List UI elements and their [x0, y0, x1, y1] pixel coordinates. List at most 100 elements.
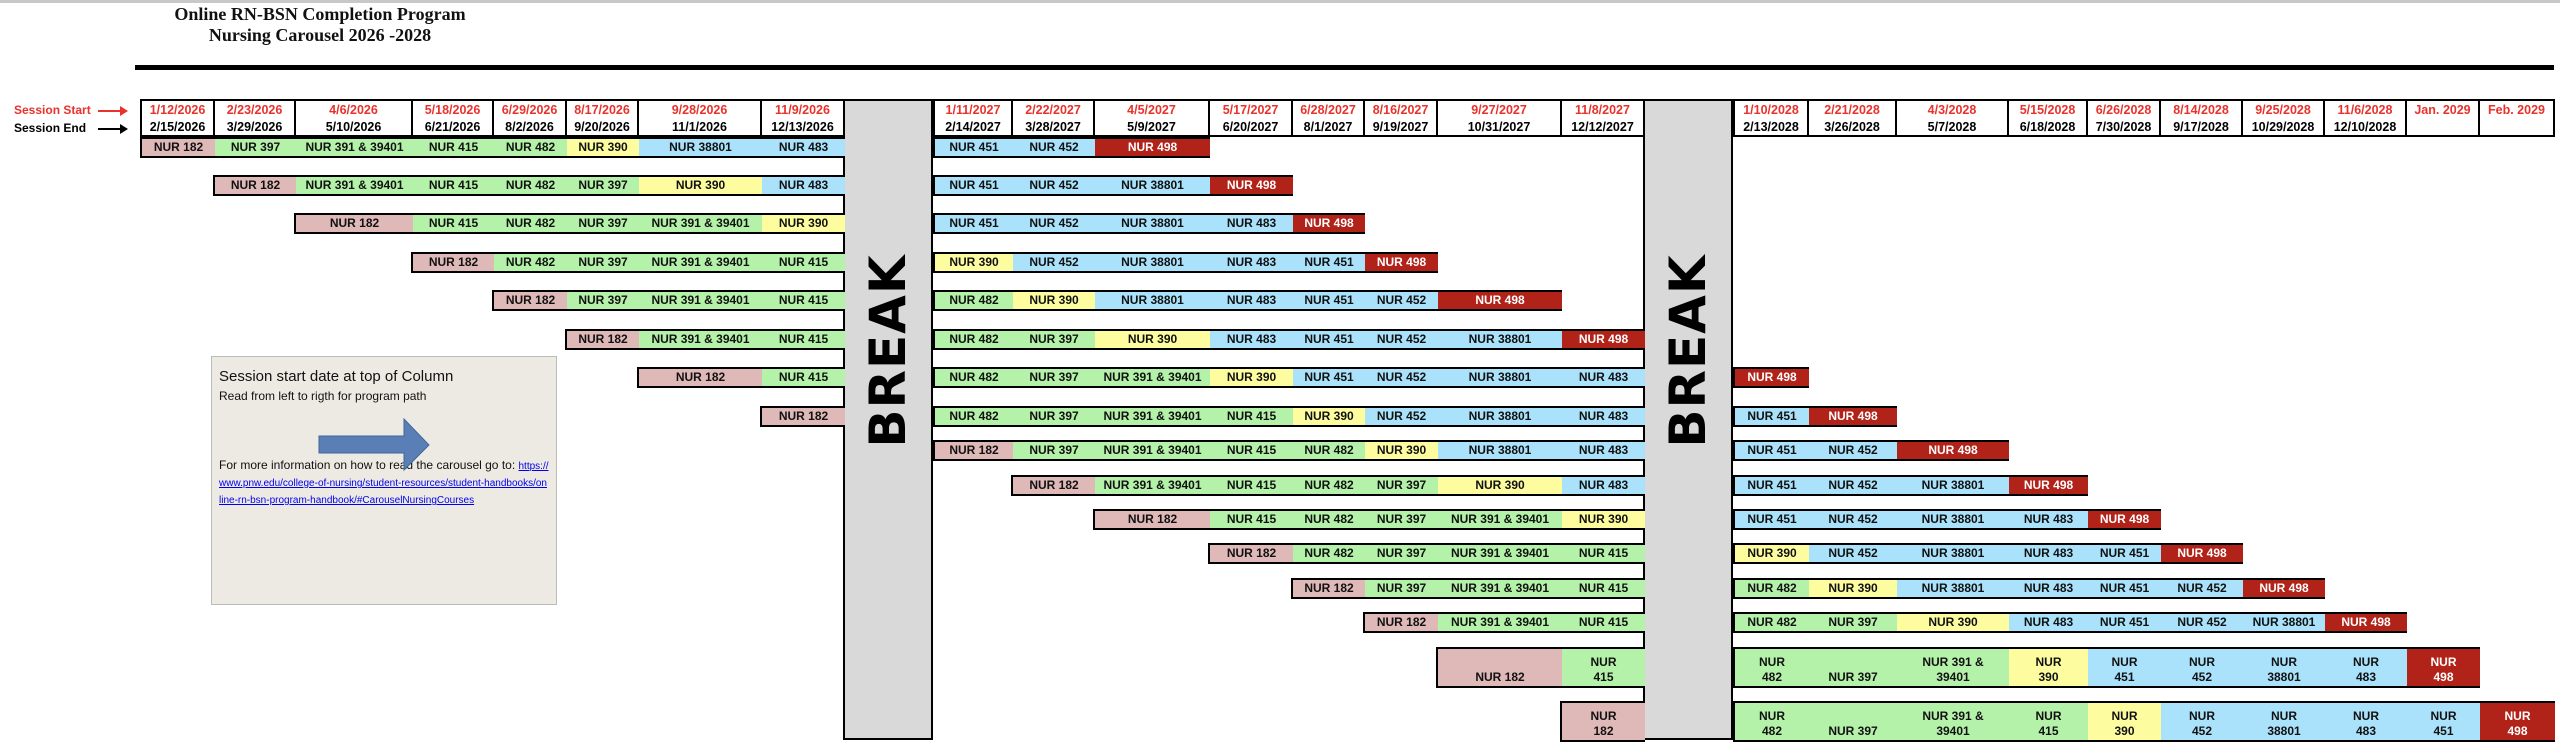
- course-cell: NUR 498: [1293, 215, 1365, 232]
- title-line-1: Online RN-BSN Completion Program: [174, 4, 466, 24]
- course-cell: NUR 38801: [1095, 215, 1210, 232]
- course-cell: NUR 452: [2161, 580, 2243, 597]
- course-cell: NUR 397: [1365, 580, 1438, 597]
- course-cell: NUR 452: [1809, 545, 1897, 562]
- course-cell: NUR 415: [413, 139, 494, 156]
- course-cell: NUR 182: [935, 442, 1013, 459]
- course-cell: NUR 390: [1210, 369, 1293, 386]
- course-cell: NUR 38801: [1897, 545, 2009, 562]
- session-start-date: 4/5/2027: [1127, 103, 1176, 117]
- course-cell: NUR 397: [567, 254, 639, 271]
- course-cell: NUR 498: [2088, 511, 2161, 528]
- session-start-label: Session Start: [14, 103, 91, 117]
- course-cell: NUR 483: [762, 177, 845, 194]
- course-cell: NUR 182: [215, 177, 296, 194]
- course-cell: NUR 182: [1562, 703, 1645, 740]
- page-title: Online RN-BSN Completion Program Nursing…: [120, 4, 520, 46]
- course-cell: NUR 452: [2161, 614, 2243, 631]
- course-cell: NUR 415: [2009, 703, 2088, 740]
- course-cell: NUR 415: [762, 369, 845, 386]
- course-cell: NUR 452: [1013, 177, 1095, 194]
- course-cell: NUR 482: [935, 369, 1013, 386]
- course-cell: NUR 415: [413, 215, 494, 232]
- course-cell: NUR 391 & 39401: [639, 331, 762, 348]
- course-cell: NUR 451: [935, 177, 1013, 194]
- session-end-date: 3/29/2026: [226, 120, 283, 134]
- session-start-date: 8/14/2028: [2173, 103, 2229, 117]
- course-cell: NUR 451: [1293, 331, 1365, 348]
- course-cell: NUR 182: [639, 369, 762, 386]
- course-cell: NUR 182: [142, 139, 215, 156]
- session-header: Feb. 2029: [2478, 99, 2555, 137]
- course-cell: NUR 38801: [1438, 408, 1562, 425]
- course-cell: NUR 415: [1562, 614, 1645, 631]
- session-end-date: 5/9/2027: [1127, 120, 1176, 134]
- course-cell: NUR 397: [1013, 331, 1095, 348]
- course-cell: NUR 397: [1013, 408, 1095, 425]
- course-cell: NUR 391 & 39401: [639, 254, 762, 271]
- course-cell: NUR 38801: [2243, 649, 2325, 686]
- session-end-date: 5/10/2026: [325, 120, 382, 134]
- course-cell: NUR 498: [1735, 369, 1809, 386]
- course-cell: NUR 397: [1809, 614, 1897, 631]
- session-end-date: 6/20/2027: [1222, 120, 1279, 134]
- course-cell: NUR 482: [494, 139, 567, 156]
- course-cell: NUR 452: [1809, 477, 1897, 494]
- carousel-handbook-link[interactable]: https://www.pnw.edu/college-of-nursing/s…: [219, 461, 549, 506]
- session-end-date: 2/15/2026: [149, 120, 206, 134]
- session-end-label: Session End: [14, 121, 87, 135]
- course-cell: NUR 451: [2088, 580, 2161, 597]
- session-end-date: 12/12/2027: [1571, 120, 1634, 134]
- course-cell: NUR 415: [1210, 477, 1293, 494]
- course-cell: NUR 482: [935, 292, 1013, 309]
- course-cell: NUR 415: [413, 177, 494, 194]
- course-cell: NUR 482: [494, 254, 567, 271]
- course-cell: NUR 415: [762, 292, 845, 309]
- course-cell: NUR 391 & 39401: [1095, 408, 1210, 425]
- course-cell: NUR 415: [1562, 580, 1645, 597]
- course-cell: NUR 498: [2407, 649, 2480, 686]
- course-cell: NUR 415: [1210, 511, 1293, 528]
- course-cell: NUR 451: [1735, 408, 1809, 425]
- session-end-date: 8/2/2026: [505, 120, 554, 134]
- course-path-row: NUR 498: [1733, 367, 1809, 388]
- course-cell: NUR 482: [1735, 703, 1809, 740]
- session-start-date: 6/29/2026: [501, 103, 558, 117]
- course-cell: NUR 397: [1013, 369, 1095, 386]
- session-end-date: 11/1/2026: [672, 120, 727, 134]
- course-cell: NUR 452: [2161, 703, 2243, 740]
- course-cell: NUR 451: [2407, 703, 2480, 740]
- session-end-date: 3/28/2027: [1025, 120, 1081, 134]
- course-cell: NUR 390: [1809, 580, 1897, 597]
- session-start-date: 11/9/2026: [775, 103, 830, 117]
- course-cell: NUR 498: [2243, 580, 2325, 597]
- course-cell: NUR 397: [567, 177, 639, 194]
- course-cell: NUR 391 & 39401: [1095, 477, 1210, 494]
- course-cell: NUR 391 & 39401: [296, 139, 413, 156]
- course-cell: NUR 482: [1293, 477, 1365, 494]
- course-cell: NUR 390: [1562, 511, 1645, 528]
- course-cell: NUR 182: [1293, 580, 1365, 597]
- course-cell: NUR 391 & 39401: [1095, 442, 1210, 459]
- course-cell: NUR 483: [1210, 331, 1293, 348]
- course-cell: NUR 390: [2009, 649, 2088, 686]
- course-cell: NUR 415: [1210, 442, 1293, 459]
- course-cell: NUR 498: [2009, 477, 2088, 494]
- course-cell: NUR 498: [2161, 545, 2243, 562]
- course-cell: NUR 38801: [1095, 254, 1210, 271]
